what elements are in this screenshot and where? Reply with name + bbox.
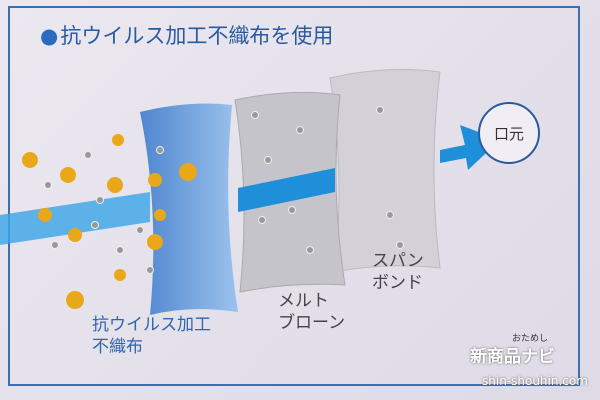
particle — [258, 216, 266, 224]
particle — [96, 196, 104, 204]
virus-particle — [147, 234, 163, 250]
virus-particle — [60, 167, 76, 183]
arrow-shaft-back — [0, 192, 150, 245]
particle — [306, 246, 314, 254]
virus-particle — [179, 163, 197, 181]
watermark-url: shin-shouhin.com — [482, 374, 588, 388]
layer-label-antiviral: 抗ウイルス加工 不織布 — [92, 315, 211, 357]
destination-label: 口元 — [493, 124, 524, 143]
particle — [91, 221, 99, 229]
virus-particle — [107, 177, 123, 193]
virus-particle — [148, 173, 162, 187]
virus-particle — [66, 291, 84, 309]
virus-particle — [112, 134, 124, 146]
particle — [136, 226, 144, 234]
particle — [251, 111, 259, 119]
diagram-title: ●抗ウイルス加工不織布を使用 — [40, 20, 333, 50]
particle — [84, 151, 92, 159]
particle — [146, 266, 154, 274]
particle — [264, 156, 272, 164]
particle — [116, 246, 124, 254]
virus-particle — [114, 269, 126, 281]
destination-circle: 口元 — [478, 102, 540, 164]
frame-border — [8, 6, 580, 386]
virus-particle — [154, 209, 166, 221]
particle — [288, 206, 296, 214]
particle — [156, 146, 164, 154]
particle — [51, 241, 59, 249]
arrow-shaft-mid — [238, 168, 335, 212]
layer-antiviral — [140, 103, 238, 315]
virus-particle — [22, 152, 38, 168]
particle — [296, 126, 304, 134]
virus-particle — [38, 208, 52, 222]
particle — [396, 241, 404, 249]
particle — [386, 211, 394, 219]
bullet-icon: ● — [40, 24, 59, 48]
layer-label-meltblown: メルト ブローン — [278, 291, 346, 333]
title-text: 抗ウイルス加工不織布を使用 — [60, 24, 334, 48]
watermark-logo: 新商品ナビ — [470, 347, 555, 367]
layer-spunbond — [329, 69, 441, 273]
watermark-small: おためし — [512, 334, 549, 344]
virus-particle — [68, 228, 82, 242]
particle — [44, 181, 52, 189]
layer-label-spunbond: スパン ボンド — [372, 251, 424, 293]
particle — [376, 106, 384, 114]
